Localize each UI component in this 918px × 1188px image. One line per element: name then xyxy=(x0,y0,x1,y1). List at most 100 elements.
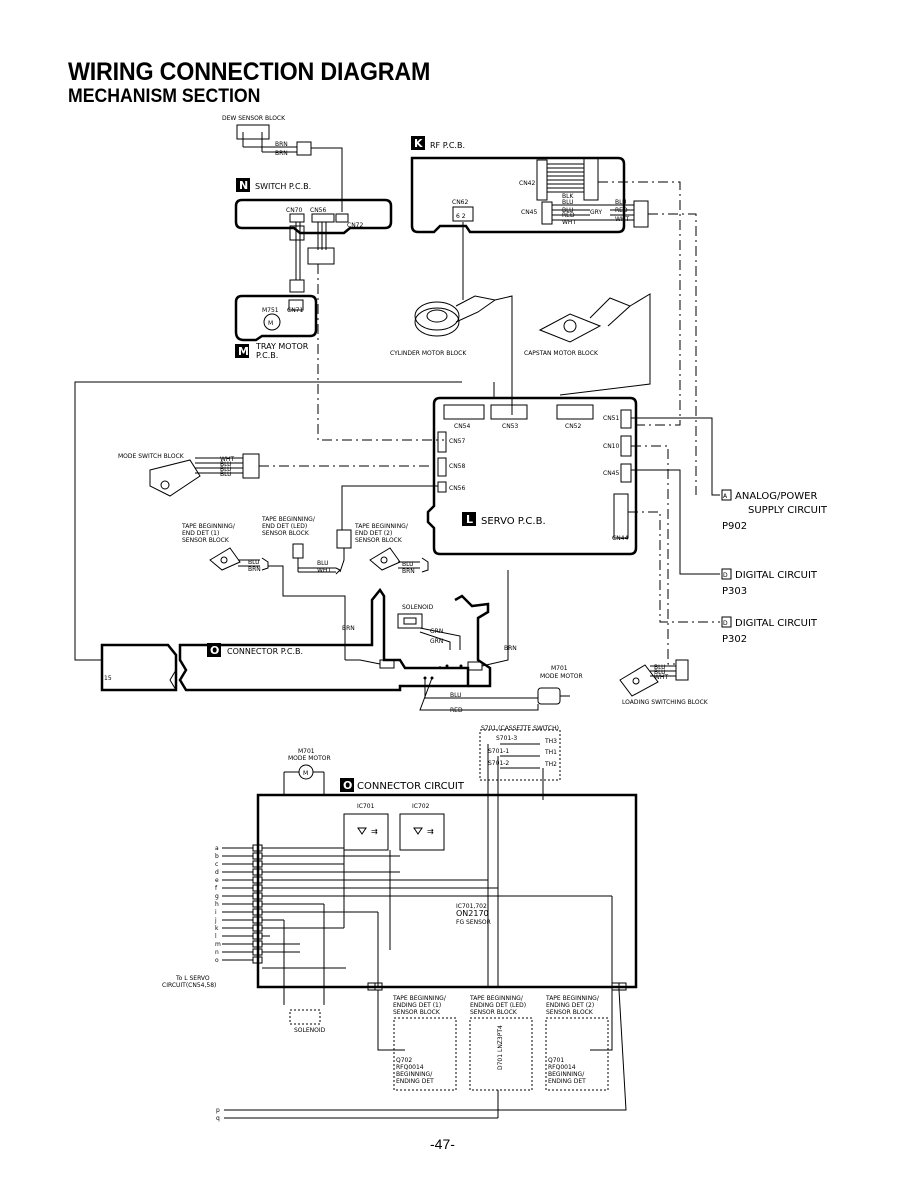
servo-tag: L xyxy=(462,512,476,526)
svg-text:M: M xyxy=(268,320,273,327)
cn57-label: CN57 xyxy=(449,438,465,445)
svg-text:g: g xyxy=(215,893,219,900)
mode-motor-label: MODE MOTOR xyxy=(540,673,583,680)
connector-circuit-schematic: S701 (CASSETTE SWITCH) S701-3 S701-1 S70… xyxy=(162,725,638,1122)
digital-ref-1: D DIGITAL CIRCUIT P303 xyxy=(721,568,818,597)
svg-text:IC701: IC701 xyxy=(357,803,375,810)
svg-text:N: N xyxy=(239,179,248,192)
cn45s-label: CN45 xyxy=(603,470,619,477)
switch-pcb: N SWITCH P.C.B. CN70 CN56 CN72 xyxy=(234,178,444,441)
svg-text:SENSOR BLOCK: SENSOR BLOCK xyxy=(470,1009,518,1016)
rf-pcb-label: RF P.C.B. xyxy=(430,141,465,150)
svg-text:BLU: BLU xyxy=(317,560,329,567)
svg-text:TAPE BEGINNING/: TAPE BEGINNING/ xyxy=(545,995,600,1002)
servo-pcb-label: SERVO P.C.B. xyxy=(481,516,546,527)
svg-text:WHT: WHT xyxy=(317,567,331,574)
svg-text:BEGINNING/: BEGINNING/ xyxy=(396,1071,433,1078)
svg-text:BLU: BLU xyxy=(450,692,462,699)
svg-text:A: A xyxy=(723,493,728,500)
connector-pcb-label: CONNECTOR P.C.B. xyxy=(227,647,303,656)
svg-text:ENDING DET: ENDING DET xyxy=(396,1078,434,1085)
cn53-label: CN53 xyxy=(502,423,518,430)
capstan-motor-block: CAPSTAN MOTOR BLOCK xyxy=(524,293,651,396)
svg-text:TAPE BEGINNING/: TAPE BEGINNING/ xyxy=(354,523,409,530)
svg-text:SENSOR BLOCK: SENSOR BLOCK xyxy=(393,1009,441,1016)
svg-text:e: e xyxy=(215,877,219,884)
svg-text:SENSOR BLOCK: SENSOR BLOCK xyxy=(355,537,403,544)
tape-sensor-1: TAPE BEGINNING/ END DET (1) SENSOR BLOCK… xyxy=(181,523,346,618)
svg-text:k: k xyxy=(215,925,219,932)
svg-text:BLU: BLU xyxy=(615,199,627,206)
cn52-label: CN52 xyxy=(565,423,581,430)
svg-text:BLU: BLU xyxy=(220,471,232,478)
svg-text:BRN: BRN xyxy=(275,150,288,157)
svg-text:FG SENSOR: FG SENSOR xyxy=(456,919,491,926)
analog-label-3: P902 xyxy=(722,521,747,532)
svg-text:D701 LNZ3PT4: D701 LNZ3PT4 xyxy=(497,1025,504,1070)
svg-text:ON2170: ON2170 xyxy=(456,909,489,918)
svg-text:GRN: GRN xyxy=(430,638,443,645)
svg-text:BLU: BLU xyxy=(562,199,574,206)
svg-text:GRN: GRN xyxy=(430,628,443,635)
svg-text:ENDING DET (1): ENDING DET (1) xyxy=(393,1002,441,1009)
cn56s-label: CN56 xyxy=(449,485,465,492)
dew-sensor-label: DEW SENSOR BLOCK xyxy=(222,115,286,122)
svg-text:WHT: WHT xyxy=(615,216,629,223)
digital1-pin: P303 xyxy=(722,586,747,597)
svg-text:BRN: BRN xyxy=(275,141,288,148)
svg-text:a: a xyxy=(215,845,219,852)
page-number: -47- xyxy=(430,1136,455,1152)
digital-ref-2: D DIGITAL CIRCUIT P302 xyxy=(721,616,818,645)
svg-text:n: n xyxy=(215,949,219,956)
svg-text:S701-3: S701-3 xyxy=(496,735,517,742)
solenoid-top: SOLENOID GRN GRN xyxy=(397,604,461,650)
analog-label-1: ANALOG/POWER xyxy=(735,491,817,502)
svg-text:b: b xyxy=(215,853,219,860)
cn44-label: CN44 xyxy=(612,535,628,542)
svg-text:WHT: WHT xyxy=(654,674,668,681)
svg-text:K: K xyxy=(414,137,423,150)
svg-text:TAPE BEGINNING/: TAPE BEGINNING/ xyxy=(261,516,316,523)
svg-text:f: f xyxy=(215,885,218,892)
svg-text:WHT: WHT xyxy=(562,219,576,226)
svg-text:END DET (LED): END DET (LED) xyxy=(262,523,307,530)
svg-text:SENSOR BLOCK: SENSOR BLOCK xyxy=(182,537,230,544)
digital2-pin: P302 xyxy=(722,634,747,645)
servo-ref-1: To L SERVO xyxy=(175,975,210,982)
switch-pcb-label: SWITCH P.C.B. xyxy=(255,182,311,191)
svg-text:d: d xyxy=(215,869,219,876)
svg-text:c: c xyxy=(215,861,218,868)
svg-text:RFQ0014: RFQ0014 xyxy=(548,1064,576,1071)
svg-text:IC701,702: IC701,702 xyxy=(456,903,487,910)
tray-motor-pcb: M751 M CN71 M TRAY MOTOR P.C.B. xyxy=(234,279,318,360)
cassette-switch-label: S701 (CASSETTE SWITCH) xyxy=(481,725,559,732)
svg-text:GRY: GRY xyxy=(590,209,602,216)
connector-tag: O xyxy=(207,643,221,657)
cn70-label: CN70 xyxy=(286,207,302,214)
mode-motor-id: M701 xyxy=(551,665,568,672)
svg-text:BLU: BLU xyxy=(654,669,666,676)
schematic-connector-tag: O xyxy=(340,778,354,792)
svg-text:o: o xyxy=(215,957,219,964)
cn56-label: CN56 xyxy=(310,207,326,214)
svg-text:D: D xyxy=(723,572,728,579)
digital2-label: DIGITAL CIRCUIT xyxy=(735,618,818,629)
svg-text:BRN: BRN xyxy=(402,568,415,575)
svg-text:BLU: BLU xyxy=(562,207,574,214)
svg-text:Q701: Q701 xyxy=(548,1057,564,1064)
svg-text:Q702: Q702 xyxy=(396,1057,412,1064)
svg-text:BRN: BRN xyxy=(342,625,355,632)
switch-tag: N xyxy=(236,178,250,192)
svg-text:O: O xyxy=(210,644,219,657)
svg-text:15: 15 xyxy=(104,675,112,682)
svg-text:⇉: ⇉ xyxy=(371,827,378,836)
cn45-label: CN45 xyxy=(521,209,537,216)
svg-text:i: i xyxy=(215,909,217,916)
svg-text:RED: RED xyxy=(615,207,628,214)
servo-pcb: CN54 CN53 CN52 CN51 CN57 CN58 CN56 CN10 … xyxy=(426,396,638,556)
svg-text:M: M xyxy=(238,345,249,358)
svg-text:WHT: WHT xyxy=(220,456,234,463)
svg-text:END DET (1): END DET (1) xyxy=(182,530,219,537)
svg-text:p: p xyxy=(216,1107,220,1114)
